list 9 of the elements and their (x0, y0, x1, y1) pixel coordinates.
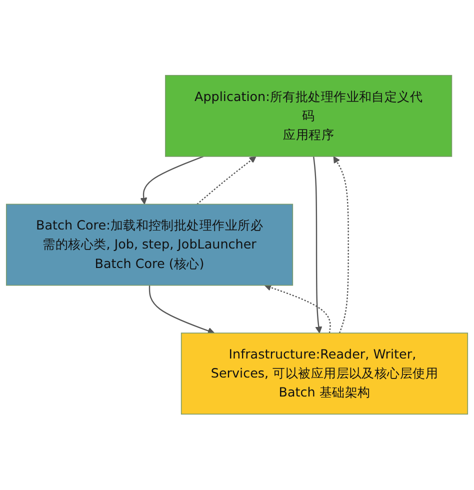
node-box: Infrastructure:Reader, Writer, Services, 可以被应用层以及核心层使用 Batch 基础架构 (180, 332, 468, 415)
node-box: Application:所有批处理作业和自定义代码 应用程序 (165, 75, 452, 158)
arrow (148, 286, 215, 334)
arrow (333, 156, 349, 334)
arrow (196, 156, 256, 205)
arrow (313, 156, 322, 334)
arrow (264, 284, 331, 334)
node-box: Batch Core:加载和控制批处理作业所必需的核心类, Job, step, JobLauncher Batch Core (核心) (6, 204, 294, 286)
arrow (140, 156, 204, 205)
